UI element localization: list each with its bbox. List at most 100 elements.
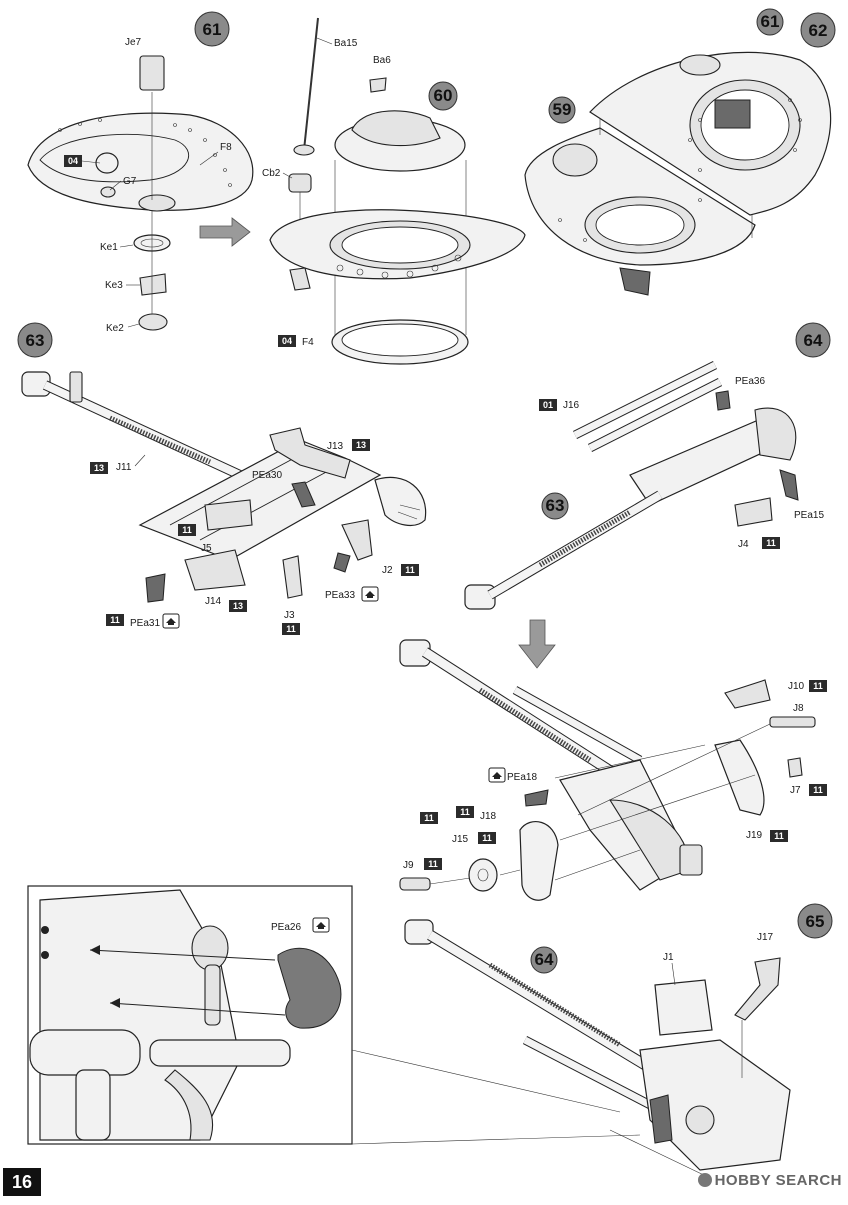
- label-ba6: Ba6: [373, 55, 391, 66]
- label-j18: J18: [480, 811, 497, 822]
- code-13-c: [229, 600, 247, 612]
- label-pea26: PEa26: [271, 922, 301, 933]
- svg-text:63: 63: [546, 496, 565, 515]
- code-11-d: [106, 614, 124, 626]
- code-11-g: [809, 784, 827, 796]
- code-01: [539, 399, 557, 411]
- ref-60-badge: [428, 81, 458, 111]
- svg-text:11: 11: [405, 565, 415, 575]
- svg-text:64: 64: [535, 950, 554, 969]
- step-61-badge: [194, 11, 230, 47]
- label-pea30: PEa30: [252, 470, 282, 481]
- svg-text:04: 04: [68, 156, 78, 166]
- step-63-badge: [17, 322, 53, 358]
- step-63: 63 J11 13 J13 13 PEa30 J5 11 J2 11: [17, 322, 427, 635]
- part-pea36: [715, 390, 731, 411]
- part-j19: [714, 739, 765, 816]
- svg-text:13: 13: [94, 463, 104, 473]
- step-63-number: 63: [26, 331, 45, 350]
- label-ke1: Ke1: [100, 242, 118, 253]
- part-j18: [519, 821, 559, 901]
- ref-61-badge: [756, 8, 784, 36]
- label-cb2: Cb2: [262, 168, 281, 179]
- photo-etch-icon: [361, 586, 379, 602]
- svg-text:11: 11: [766, 538, 776, 548]
- hobby-search-logo-icon: [697, 1173, 712, 1187]
- ref-63-badge: [541, 492, 569, 520]
- part-pea31: [145, 573, 166, 603]
- svg-text:13: 13: [233, 601, 243, 611]
- step-65: 65 64 J1 J17: [404, 903, 833, 1179]
- svg-text:61: 61: [761, 12, 780, 31]
- page-number: 16: [3, 1168, 41, 1196]
- label-j19: J19: [746, 830, 763, 841]
- photo-etch-icon: [488, 767, 506, 783]
- part-pea26: [277, 947, 342, 1029]
- watermark-text: HOBBY SEARCH: [714, 1172, 842, 1189]
- label-f8: F8: [220, 142, 232, 153]
- part-cb2: [288, 173, 312, 193]
- step-65-badge: [797, 903, 833, 939]
- label-j17: J17: [757, 932, 774, 943]
- part-pea15: [779, 469, 799, 501]
- svg-text:13: 13: [356, 440, 366, 450]
- code-11-i: [456, 806, 474, 818]
- code-11-h: [770, 830, 788, 842]
- part-j3: [282, 555, 303, 599]
- code-13-b: [352, 439, 370, 451]
- turret-roof-plate: [27, 112, 254, 211]
- label-j13: J13: [327, 441, 344, 452]
- label-j10: J10: [788, 681, 805, 692]
- code-11-c: [282, 623, 300, 635]
- label-j15: J15: [452, 834, 469, 845]
- svg-text:11: 11: [182, 525, 192, 535]
- label-j11: J11: [116, 462, 132, 473]
- step-65-number: 65: [806, 912, 825, 931]
- code-11-a: [178, 524, 196, 536]
- code-04-b: [278, 335, 296, 347]
- svg-text:11: 11: [286, 624, 296, 634]
- label-ke2: Ke2: [106, 323, 124, 334]
- label-j2: J2: [382, 565, 393, 576]
- detail-inset: PEa26: [27, 885, 641, 1145]
- svg-text:11: 11: [460, 807, 470, 817]
- label-g7: G7: [123, 176, 137, 187]
- barrel-jacket-spring: [108, 415, 212, 465]
- part-j13: [269, 427, 351, 479]
- svg-text:59: 59: [553, 100, 572, 119]
- svg-text:11: 11: [813, 785, 823, 795]
- label-j1: J1: [663, 952, 674, 963]
- part-j5: [204, 499, 253, 531]
- part-j1: [654, 979, 713, 1036]
- code-11-l: [424, 858, 442, 870]
- label-pea15: PEa15: [794, 510, 824, 521]
- assembly-arrow-down: [518, 619, 556, 669]
- step-64: 64 J16 01 PEa36 63 PEa15 J4 11: [399, 322, 831, 901]
- svg-text:11: 11: [774, 831, 784, 841]
- part-j14: [184, 549, 246, 591]
- label-j8: J8: [793, 703, 804, 714]
- label-ke3: Ke3: [105, 280, 123, 291]
- part-j7: [787, 757, 803, 778]
- elevation-sector: [374, 476, 427, 527]
- code-04-a: [64, 155, 82, 167]
- part-j17: [734, 957, 781, 1021]
- svg-text:11: 11: [424, 813, 434, 823]
- part-j9: [399, 877, 431, 891]
- part-ke2: [138, 313, 168, 331]
- svg-text:11: 11: [428, 859, 438, 869]
- svg-text:04: 04: [282, 336, 292, 346]
- part-ke3: [139, 273, 167, 296]
- watermark: HOBBY SEARCH: [697, 1172, 842, 1189]
- code-11-f: [809, 680, 827, 692]
- step-64-badge: [795, 322, 831, 358]
- part-pea33: [333, 552, 351, 573]
- label-f4: F4: [302, 337, 314, 348]
- code-11-e: [762, 537, 780, 549]
- label-pea31: PEa31: [130, 618, 160, 629]
- assembly-arrow-right: [199, 217, 251, 247]
- part-j10: [724, 679, 771, 709]
- part-ba15: [303, 17, 319, 151]
